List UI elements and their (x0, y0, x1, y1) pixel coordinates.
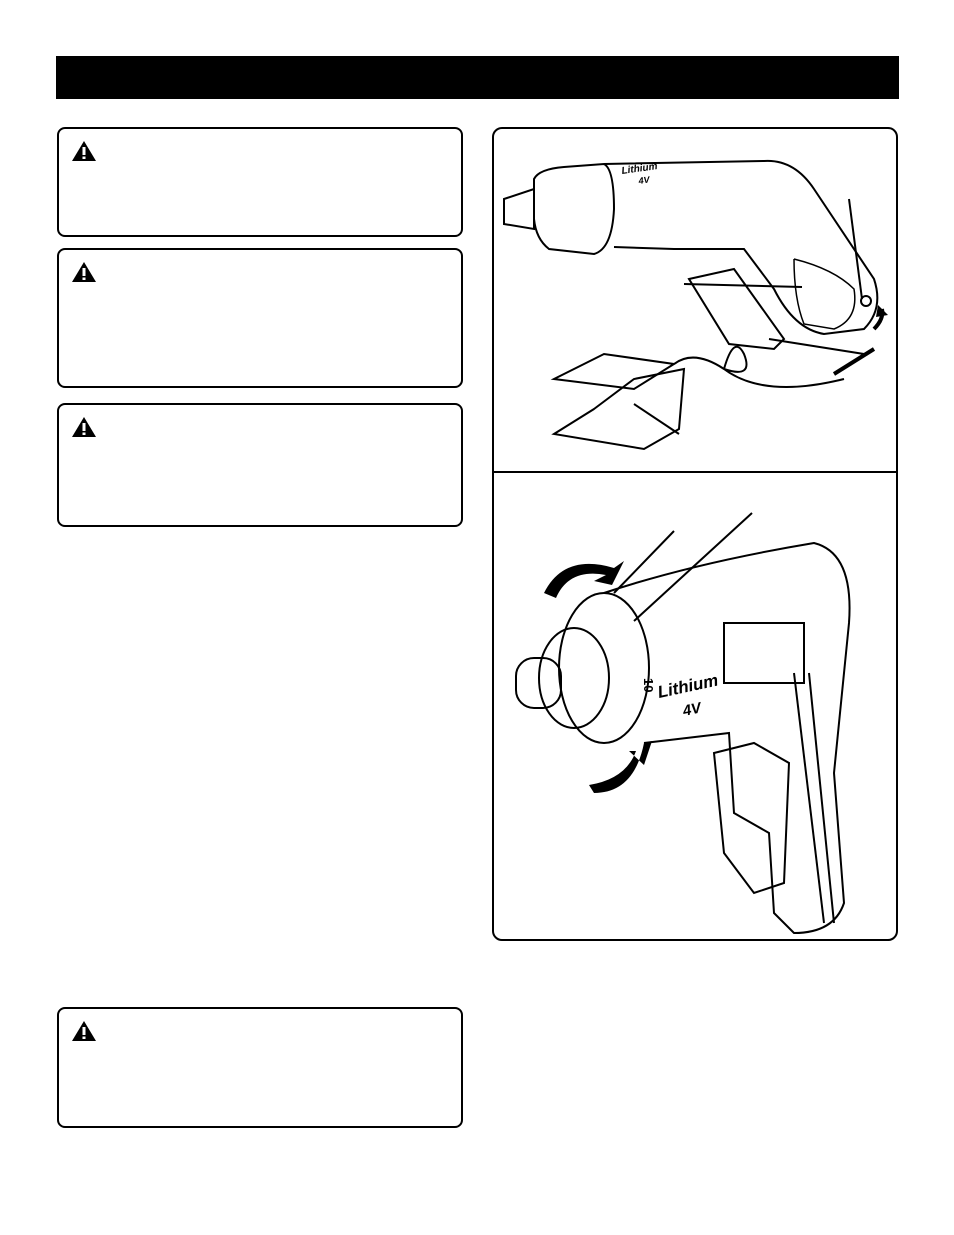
warning-triangle-icon (72, 1021, 96, 1041)
brand-label-top: Lithium (621, 161, 658, 177)
warning-box-2 (57, 248, 463, 388)
warning-box-3 (57, 403, 463, 527)
warning-triangle-icon (72, 262, 96, 282)
warning-triangle-icon (72, 417, 96, 437)
clutch-illustration: 10 Lithium 4V (515, 512, 851, 935)
warning-box-4 (57, 1007, 463, 1128)
warning-triangle-icon (72, 141, 96, 161)
charging-illustration: Lithium 4V (503, 159, 888, 451)
brand-label-bottom: Lithium (656, 671, 720, 702)
figure-divider (494, 471, 896, 473)
warning-box-1 (57, 127, 463, 237)
voltage-label-top: 4V (637, 174, 651, 186)
voltage-label-bottom: 4V (680, 699, 704, 720)
section-header-bar (56, 56, 899, 99)
figure-panel: Lithium 4V 10 Lithium 4V (492, 127, 898, 941)
clutch-number: 10 (641, 678, 656, 692)
